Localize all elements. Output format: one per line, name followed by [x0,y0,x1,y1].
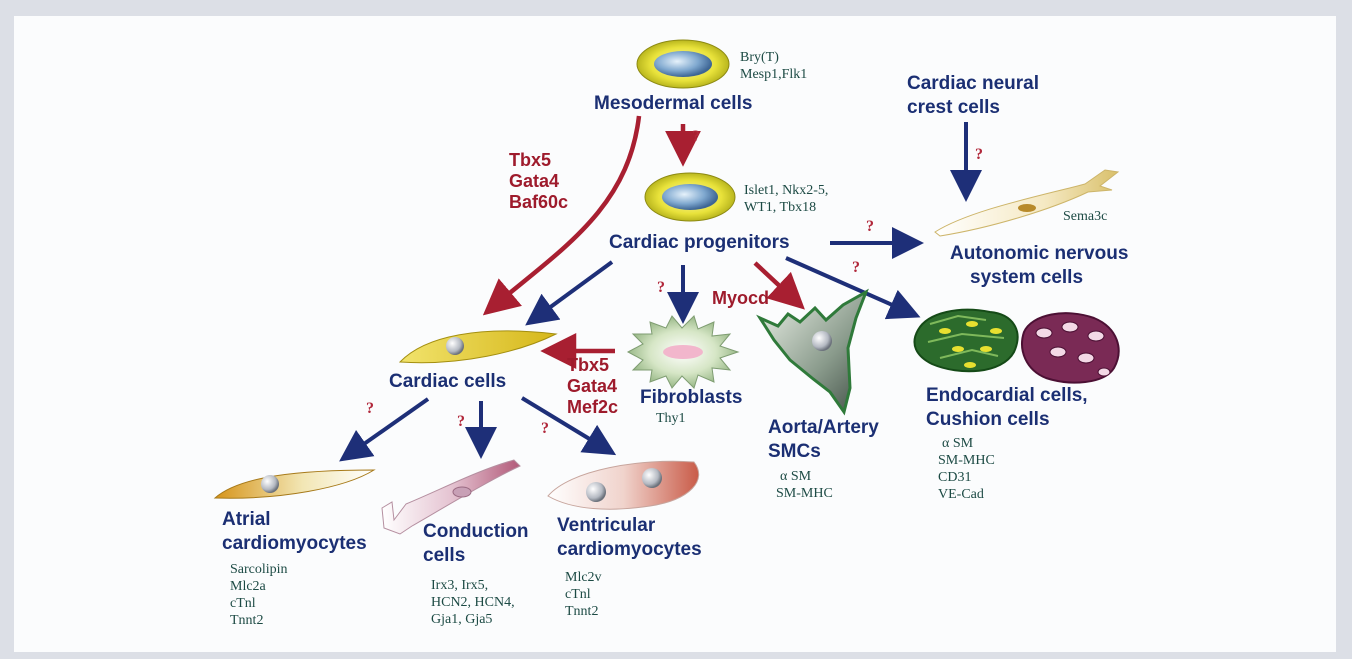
endocardial-cell-icon [914,310,1017,372]
marker-text: cTnl [565,586,602,603]
marker-text: Bry(T) [740,49,807,66]
mesodermal-cell-icon [637,40,729,88]
mesodermal-label: Mesodermal cells [594,92,752,116]
ventricular-markers: Mlc2v cTnl Tnnt2 [565,569,602,620]
label-line: Ventricular [557,514,702,538]
arrow-meso-to-cardiac [488,116,639,311]
label-line: Cushion cells [926,408,1088,432]
unknown-mark: ? [852,259,860,277]
marker-text: SM-MHC [776,485,833,502]
marker-text: SM-MHC [938,452,995,469]
mesodermal-markers: Bry(T) Mesp1,Flk1 [740,49,807,83]
label-line: Autonomic nervous [950,242,1128,266]
autonomic-label: Autonomic nervous system cells [950,242,1128,290]
marker-text: cTnl [230,595,288,612]
marker-text: WT1, Tbx18 [744,199,828,216]
label-line: Cardiac neural [907,72,1039,96]
fibroblasts-label: Fibroblasts [640,386,742,410]
neural-crest-label: Cardiac neural crest cells [907,72,1039,120]
progenitors-label: Cardiac progenitors [609,231,790,255]
neuron-cell-icon [935,170,1118,236]
unknown-mark: ? [692,128,700,146]
marker-text: CD31 [938,469,995,486]
endocardial-markers: α SM SM-MHC CD31 VE-Cad [938,435,995,503]
marker-text: Tnnt2 [565,603,602,620]
fibroblast-cell-icon [628,316,738,388]
smooth-muscle-cell-icon [760,292,866,412]
marker-text: Gja1, Gja5 [431,611,515,628]
unknown-mark: ? [657,279,665,297]
reprogram-factors: Tbx5 Gata4 Mef2c [567,355,618,418]
label-line: Atrial [222,508,367,532]
marker-text: VE-Cad [938,486,995,503]
label-line: crest cells [907,96,1039,120]
marker-text: α SM [938,435,995,452]
smcs-label: Aorta/Artery SMCs [768,416,879,464]
marker-text: Sarcolipin [230,561,288,578]
atrial-cardiomyocyte-icon [215,470,374,498]
label-line: cardiomyocytes [557,538,702,562]
cardiac-cell-icon [400,331,556,363]
direct-factors: Tbx5 Gata4 Baf60c [509,150,568,213]
factor-text: Tbx5 [567,355,618,376]
marker-text: Mlc2a [230,578,288,595]
factor-text: Gata4 [567,376,618,397]
unknown-mark: ? [457,413,465,431]
label-line: Aorta/Artery [768,416,879,440]
endocardial-label: Endocardial cells, Cushion cells [926,384,1088,432]
label-line: Conduction [423,520,529,544]
label-line: cells [423,544,529,568]
conduction-markers: Irx3, Irx5, HCN2, HCN4, Gja1, Gja5 [431,577,515,628]
marker-text: Mlc2v [565,569,602,586]
unknown-mark: ? [541,420,549,438]
atrial-markers: Sarcolipin Mlc2a cTnl Tnnt2 [230,561,288,629]
progenitor-markers: Islet1, Nkx2-5, WT1, Tbx18 [744,182,828,216]
cardiac-label: Cardiac cells [389,370,506,394]
label-line: SMCs [768,440,879,464]
ventricular-label: Ventricular cardiomyocytes [557,514,702,562]
autonomic-marker: Sema3c [1063,208,1107,225]
label-line: Endocardial cells, [926,384,1088,408]
marker-text: Irx3, Irx5, [431,577,515,594]
arrow-cardiac-to-atrial [344,399,428,458]
ventricular-cardiomyocyte-icon [548,461,699,509]
factor-text: Gata4 [509,171,568,192]
progenitor-cell-icon [645,173,735,221]
unknown-mark: ? [366,400,374,418]
marker-text: Tnnt2 [230,612,288,629]
marker-text: Mesp1,Flk1 [740,66,807,83]
smc-markers: α SM SM-MHC [776,468,833,502]
arrow-progenitors-to-cardiac [530,262,612,322]
label-line: cardiomyocytes [222,532,367,556]
marker-text: HCN2, HCN4, [431,594,515,611]
atrial-label: Atrial cardiomyocytes [222,508,367,556]
fibroblast-marker: Thy1 [656,410,686,427]
factor-text: Baf60c [509,192,568,213]
unknown-mark: ? [975,146,983,164]
factor-text: Mef2c [567,397,618,418]
cushion-cell-icon [1022,313,1119,382]
marker-text: α SM [776,468,833,485]
unknown-mark: ? [866,218,874,236]
conduction-label: Conduction cells [423,520,529,568]
label-line: system cells [950,266,1128,290]
marker-text: Islet1, Nkx2-5, [744,182,828,199]
factor-text: Tbx5 [509,150,568,171]
myocd-factor: Myocd [712,288,769,309]
